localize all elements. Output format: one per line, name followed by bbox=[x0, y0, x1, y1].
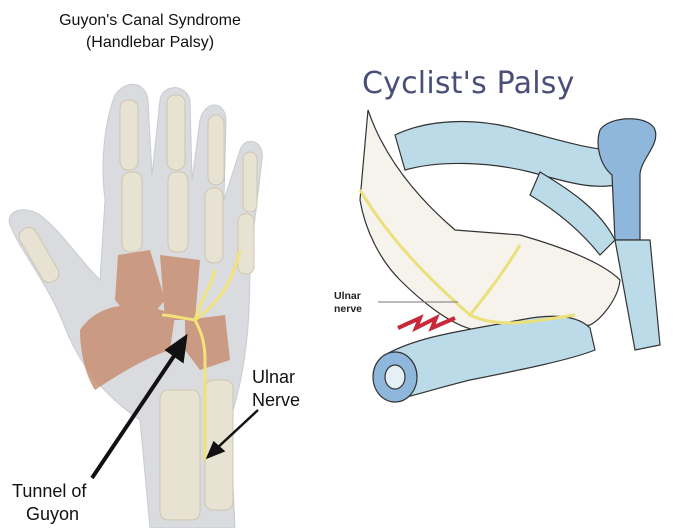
ulnar-nerve-left bbox=[161, 249, 242, 460]
title-line-1: Guyon's Canal Syndrome bbox=[59, 12, 241, 29]
right-panel-title: Cyclist's Palsy bbox=[362, 66, 575, 101]
ulnar-nerve-right-label: Ulnar nerve bbox=[334, 290, 362, 316]
compression-zigzag-icon bbox=[397, 313, 456, 333]
upper-handlebar bbox=[394, 118, 661, 351]
nerve-arrow bbox=[205, 409, 259, 460]
palm-muscles bbox=[80, 250, 230, 390]
tunnel-arrow bbox=[90, 333, 188, 480]
label-line: Ulnar bbox=[334, 290, 361, 302]
ulnar-nerve-right bbox=[358, 189, 576, 325]
title-line-2: (Handlebar Palsy) bbox=[85, 34, 215, 51]
tunnel-of-guyon-label: Tunnel of Guyon bbox=[12, 480, 86, 526]
ulnar-nerve-label: Ulnar Nerve bbox=[252, 366, 300, 412]
left-panel-title: Guyon's Canal Syndrome (Handlebar Palsy) bbox=[0, 10, 300, 54]
label-line: nerve bbox=[334, 303, 363, 315]
label-line: Ulnar bbox=[252, 367, 296, 387]
label-line: Tunnel of bbox=[12, 481, 87, 501]
hand-anatomy-illustration bbox=[8, 83, 263, 528]
label-line: Guyon bbox=[26, 504, 80, 524]
finger-bones bbox=[18, 94, 258, 521]
hand-outline bbox=[359, 109, 621, 335]
label-line: Nerve bbox=[252, 390, 301, 410]
lower-handlebar bbox=[372, 315, 596, 403]
